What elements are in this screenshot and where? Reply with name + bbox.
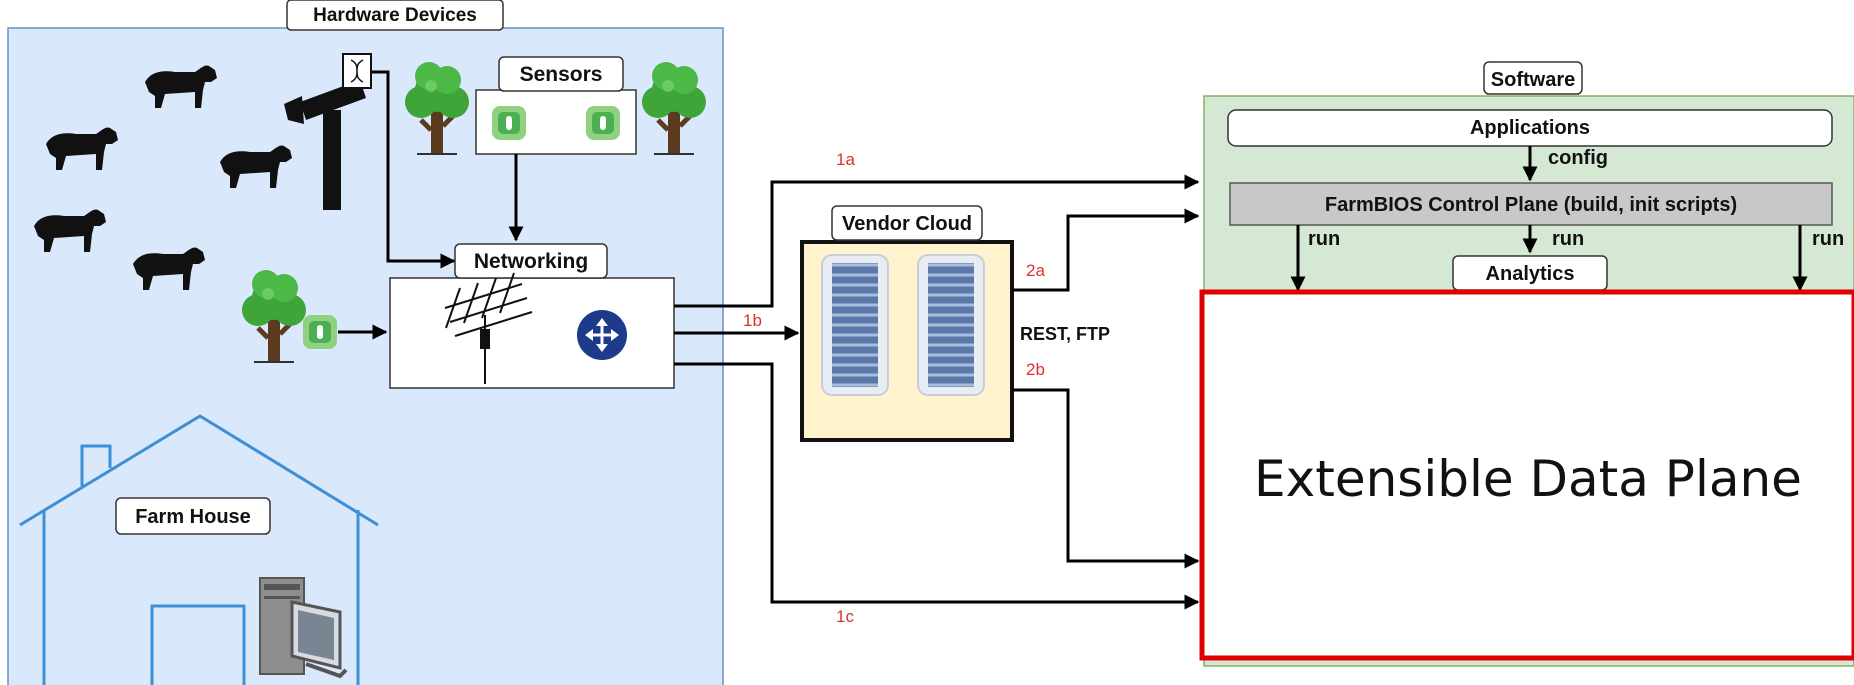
router-icon xyxy=(577,310,627,360)
vendor-cloud-title: Vendor Cloud xyxy=(842,213,972,235)
edge-1c xyxy=(674,362,1200,610)
farm-house-group: Farm House xyxy=(19,414,379,685)
sensors-group: Sensors xyxy=(475,56,637,155)
software-title: Software xyxy=(1491,69,1575,91)
software-title-box xyxy=(1483,61,1583,95)
vendor-cloud-title-box xyxy=(831,205,983,241)
edge-2a xyxy=(1012,208,1200,292)
house-roof xyxy=(19,414,379,527)
edge-camera-networking xyxy=(372,70,456,269)
data-plane-label: Extensible Data Plane xyxy=(1254,450,1802,508)
sensor-icon xyxy=(303,315,337,349)
hardware-devices-title: Hardware Devices xyxy=(313,5,477,26)
computer-icon xyxy=(259,577,348,679)
edge-label-1c: 1c xyxy=(836,607,854,626)
edge-label-2b: 2b xyxy=(1026,360,1045,379)
control-plane-label: FarmBIOS Control Plane (build, init scri… xyxy=(1325,194,1737,216)
config-label: config xyxy=(1548,147,1608,169)
data-plane-box xyxy=(1199,289,1854,661)
vendor-cloud-group: Vendor Cloud xyxy=(800,205,1014,442)
control-plane-box xyxy=(1229,182,1833,226)
server-icon xyxy=(821,254,889,396)
hardware-devices-title-box xyxy=(286,0,504,31)
protocols-label: REST, FTP xyxy=(1020,324,1110,344)
run-label: run xyxy=(1308,228,1340,250)
connectors: 1a 1b 1c 2a 2b REST, FTP xyxy=(338,70,1200,626)
software-group: Software Applications config FarmBIOS Co… xyxy=(1199,61,1854,667)
networking-group: Networking xyxy=(389,243,675,389)
networking-box xyxy=(389,277,675,389)
edge-label-2a: 2a xyxy=(1026,261,1045,280)
edge-1a xyxy=(674,174,1200,308)
server-icon xyxy=(917,254,985,396)
house-door xyxy=(150,604,246,685)
antenna-icon xyxy=(444,272,533,384)
house-chimney xyxy=(80,444,112,486)
farm-house-title-box xyxy=(115,497,271,535)
sensor-icon xyxy=(492,106,526,140)
analytics-label: Analytics xyxy=(1486,263,1575,285)
camera-icon xyxy=(284,53,372,210)
applications-label: Applications xyxy=(1470,117,1590,139)
edge-2b xyxy=(1012,388,1200,569)
edge-label-1a: 1a xyxy=(836,150,855,169)
sensors-title-box xyxy=(498,56,624,92)
networking-title: Networking xyxy=(474,250,588,273)
farm-house-title: Farm House xyxy=(135,506,251,528)
sensors-title: Sensors xyxy=(520,63,603,86)
run-label: run xyxy=(1552,228,1584,250)
sensor-icon xyxy=(586,106,620,140)
edge-label-1b: 1b xyxy=(743,311,762,330)
run-label: run xyxy=(1812,228,1844,250)
